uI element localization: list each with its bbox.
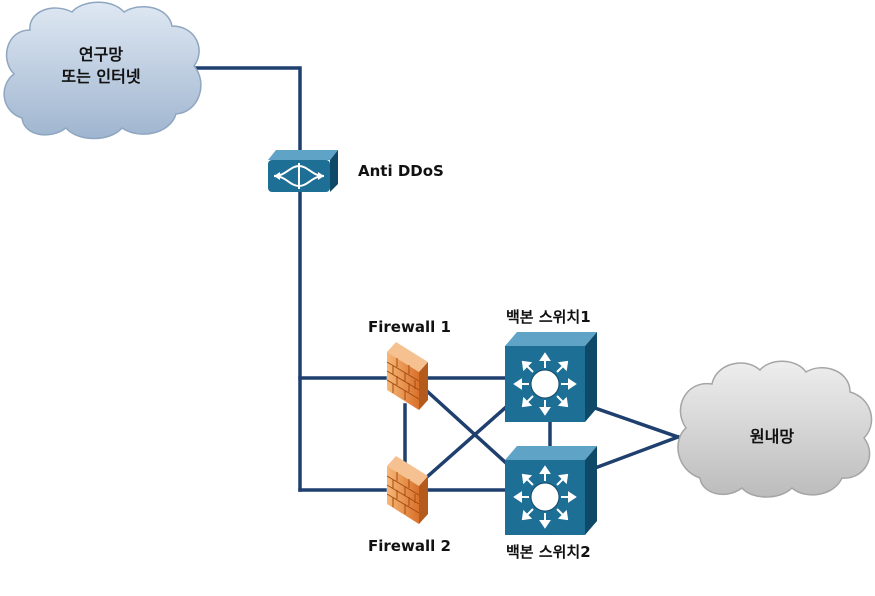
firewall-2-icon (386, 456, 428, 524)
firewall-1-label: Firewall 1 (368, 318, 451, 336)
internet-cloud-icon (3, 1, 202, 140)
internet-cloud-line1: 연구망 (78, 45, 124, 64)
firewall-2-label: Firewall 2 (368, 537, 451, 555)
link-internet-antiddos (195, 66, 302, 154)
anti-ddos-label: Anti DDoS (358, 162, 444, 180)
internet-cloud-line2: 또는 인터넷 (61, 67, 141, 86)
backbone-switch-1-icon (505, 332, 597, 422)
links (195, 66, 681, 492)
anti-ddos-appliance-icon (268, 150, 338, 192)
backbone-switch-1-label: 백본 스위치1 (506, 308, 591, 326)
link-sw2-internal (592, 434, 681, 471)
link-fw2-sw1 (425, 405, 508, 479)
backbone-switch-2-label: 백본 스위치2 (506, 543, 591, 561)
backbone-switch-2-icon (505, 446, 597, 535)
link-sw1-internal (592, 405, 681, 440)
internal-cloud-label: 원내망 (749, 427, 795, 446)
internet-cloud-label: 연구망 또는 인터넷 (40, 44, 162, 88)
firewall-1-icon (386, 342, 428, 410)
link-fw1-sw2 (425, 389, 508, 465)
internal-cloud-icon (677, 360, 873, 498)
